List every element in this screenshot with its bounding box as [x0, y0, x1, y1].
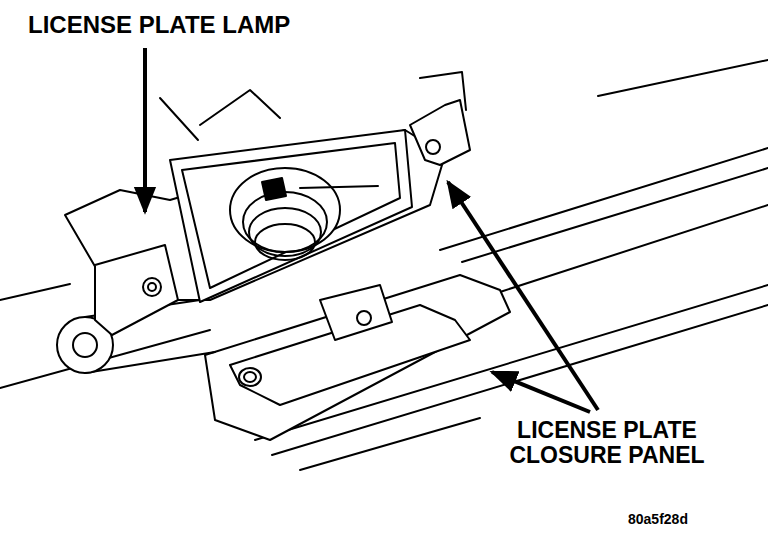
figure-id: 80a5f28d — [628, 512, 688, 527]
panel-edge — [598, 60, 768, 96]
lamp-top — [200, 90, 280, 125]
panel-tab-hole — [426, 140, 440, 154]
leader-arrow — [492, 372, 590, 412]
lens-frame-inner — [182, 143, 400, 288]
panel-edge — [0, 284, 70, 300]
screw-hole — [239, 368, 261, 386]
lens-edge — [300, 186, 378, 188]
lamp-tab-hole — [148, 283, 156, 291]
panel-edge — [440, 148, 768, 250]
panel-edge — [300, 418, 480, 470]
closure-panel — [205, 275, 510, 440]
closure-tab — [320, 285, 392, 340]
bulb-socket — [230, 168, 340, 252]
part-label: LICENSE PLATE LAMP — [28, 12, 290, 38]
lens-frame — [170, 130, 412, 302]
screw-hole — [244, 372, 256, 382]
panel-tab — [410, 100, 470, 165]
leader-arrow — [448, 182, 598, 410]
socket-contact — [262, 178, 286, 200]
panel-edge — [462, 168, 768, 262]
part-label: LICENSE PLATE CLOSURE PANEL — [482, 418, 732, 469]
lamp-tab-hole — [143, 278, 161, 296]
panel-edge — [160, 98, 198, 140]
lamp-tab — [95, 245, 178, 335]
leader-arrow — [143, 48, 147, 212]
hinge-round — [73, 333, 97, 357]
bulb-thread — [255, 224, 315, 260]
tab-hole — [357, 311, 371, 325]
panel-edge — [500, 205, 768, 292]
